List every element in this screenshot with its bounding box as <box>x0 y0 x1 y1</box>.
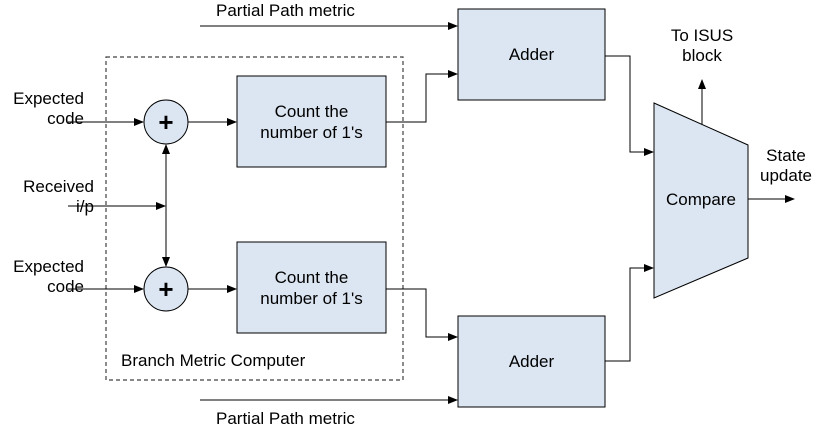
xor-top-symbol: + <box>158 106 174 137</box>
branch-metric-group-border <box>105 56 404 381</box>
count-block-bottom-box <box>236 241 387 334</box>
state-update-label: State update <box>760 146 812 185</box>
compare-trapezoid <box>653 102 749 299</box>
xor-bottom-symbol: + <box>158 273 174 304</box>
adder-top: Adder <box>508 45 555 64</box>
wire-count-top-to-adder <box>386 70 458 123</box>
received-ip-label: Received i/p <box>23 177 94 216</box>
partial-path-metric-top-label: Partial Path metric <box>216 1 355 20</box>
wire-count-bottom-to-adder <box>386 288 458 341</box>
partial-path-metric-bottom-label: Partial Path metric <box>216 409 355 428</box>
count-block-bottom: Count the number of 1's <box>260 267 363 308</box>
to-isus-block-label: To ISUS block <box>670 26 734 65</box>
expected-code-bottom-label: Expected code <box>13 257 84 296</box>
expected-code-top-label: Expected code <box>13 89 84 128</box>
adder-bottom: Adder <box>508 352 555 371</box>
wire-adder-top-to-compare <box>605 55 654 156</box>
count-block-top-box <box>236 75 387 168</box>
count-block-top: Count the number of 1's <box>260 101 363 142</box>
wire-adder-bottom-to-compare <box>605 264 654 362</box>
compare-block: Compare <box>666 189 736 209</box>
branch-metric-computer-label: Branch Metric Computer <box>121 351 306 370</box>
adder-top-box <box>457 8 606 101</box>
